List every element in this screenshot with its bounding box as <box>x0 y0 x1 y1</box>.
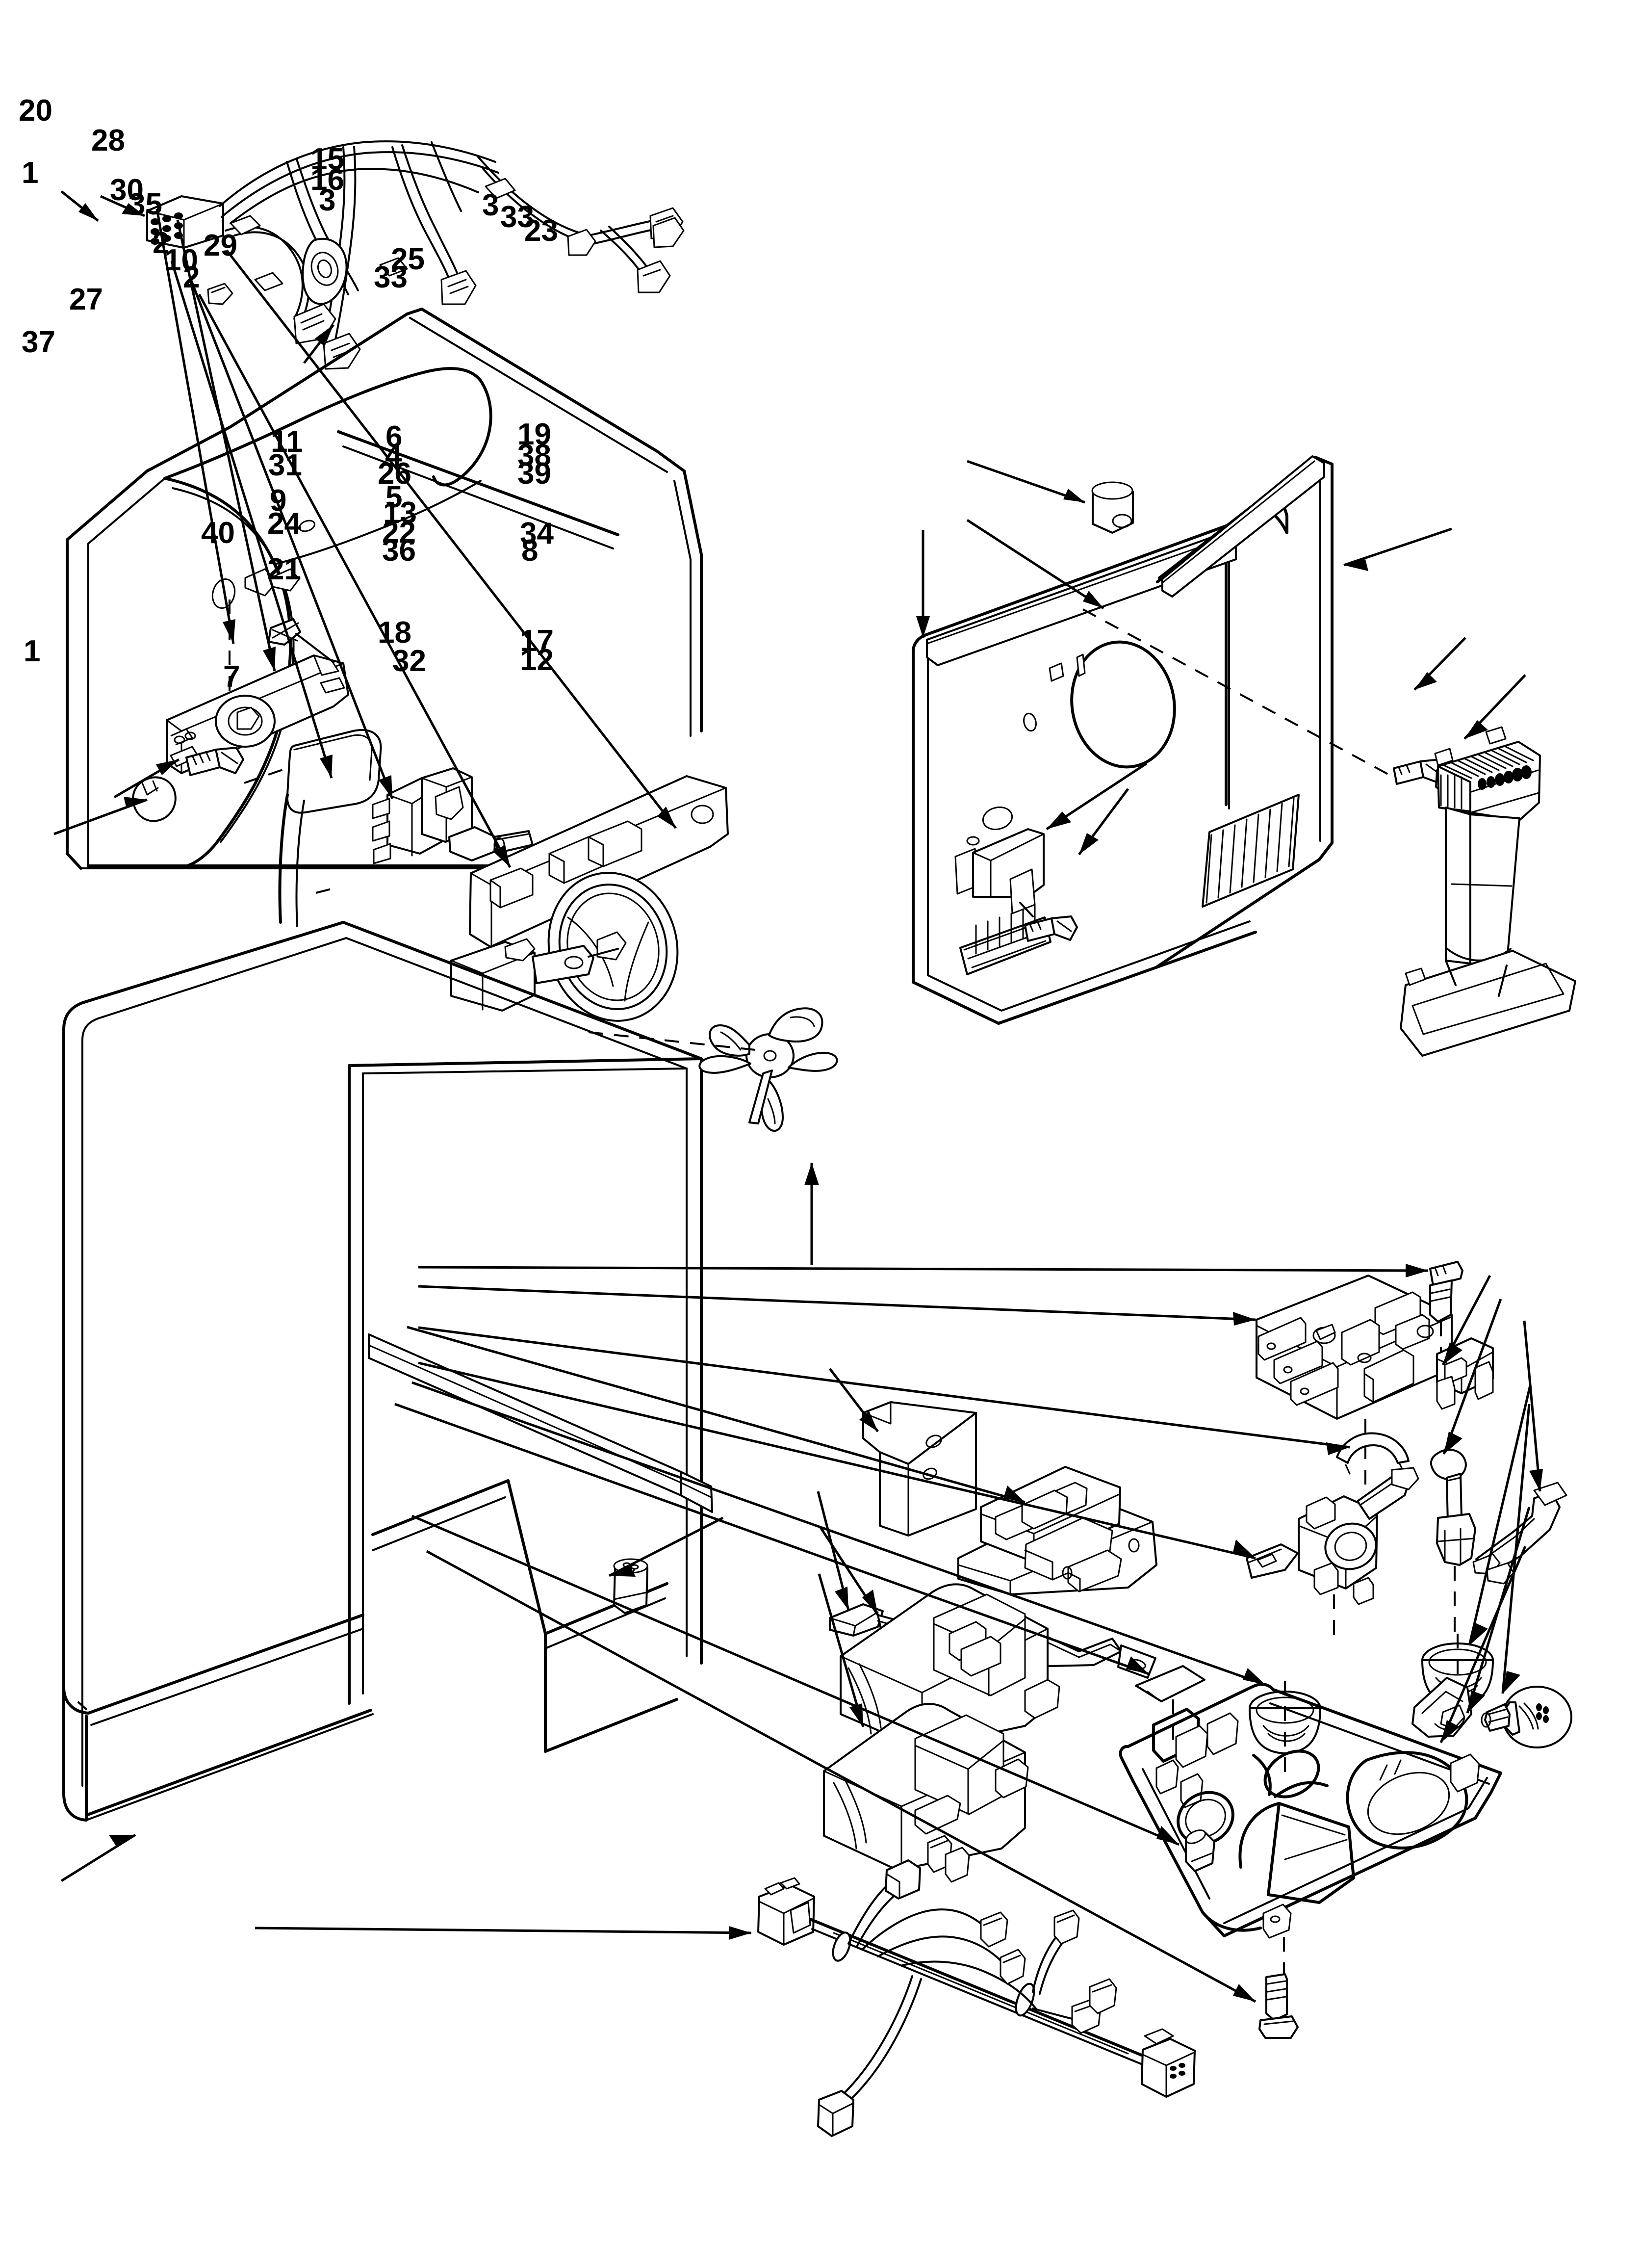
callout-2-b[interactable]: 2 <box>183 261 200 294</box>
callout-36[interactable]: 36 <box>382 534 416 568</box>
callout-17[interactable]: 17 <box>520 624 554 658</box>
callout-15[interactable]: 15 <box>310 142 344 176</box>
callout-32[interactable]: 32 <box>392 644 426 678</box>
callout-22[interactable]: 22 <box>382 516 416 549</box>
callout-24[interactable]: 24 <box>267 507 301 541</box>
callout-3-left[interactable]: 3 <box>319 183 336 217</box>
callout-33-lower[interactable]: 33 <box>374 261 408 294</box>
lower-cabinet-liner-art <box>62 921 713 1822</box>
leader-lines <box>53 190 1543 2003</box>
callout-20[interactable]: 20 <box>19 94 52 128</box>
callout-33-upper[interactable]: 33 <box>500 200 534 234</box>
callout-7[interactable]: 7 <box>223 660 240 694</box>
callout-28[interactable]: 28 <box>91 124 125 157</box>
callout-1-bottom[interactable]: 1 <box>24 634 41 668</box>
callout-27[interactable]: 27 <box>69 283 103 316</box>
callout-19[interactable]: 19 <box>517 417 551 451</box>
callout-35[interactable]: 35 <box>128 187 162 221</box>
callout-4[interactable]: 4 <box>385 439 402 472</box>
callout-5[interactable]: 5 <box>385 480 403 514</box>
callout-8[interactable]: 8 <box>521 534 539 568</box>
evaporator-fan-blade-art <box>588 1007 838 1132</box>
callout-13[interactable]: 13 <box>383 496 417 530</box>
callout-10[interactable]: 10 <box>164 243 198 277</box>
callout-6[interactable]: 6 <box>385 420 403 454</box>
callout-29[interactable]: 29 <box>204 229 237 262</box>
callout-31[interactable]: 31 <box>268 448 302 482</box>
air-duct-upper-art <box>840 1583 1060 1749</box>
callout-23[interactable]: 23 <box>524 214 558 248</box>
callout-37[interactable]: 37 <box>22 325 55 359</box>
callout-30[interactable]: 30 <box>110 173 144 207</box>
callout-2-a[interactable]: 2 <box>153 226 170 260</box>
callout-16[interactable]: 16 <box>310 163 344 197</box>
callout-11[interactable]: 11 <box>271 425 303 459</box>
callout-39[interactable]: 39 <box>517 457 551 491</box>
callout-40[interactable]: 40 <box>201 516 235 550</box>
callout-26[interactable]: 26 <box>378 457 411 491</box>
rear-panel-assembly-art <box>912 455 1501 1025</box>
fan-motor-bracket-art <box>450 775 729 1022</box>
air-tower-duct-art <box>1400 726 1576 1057</box>
control-board-art <box>1256 1261 1494 1516</box>
air-duct-lower-art <box>823 1703 1029 1871</box>
callout-18[interactable]: 18 <box>378 616 411 650</box>
callout-9[interactable]: 9 <box>270 484 287 518</box>
callout-1-top[interactable]: 1 <box>22 156 39 190</box>
lower-wire-harness-art <box>757 1835 1196 2137</box>
callout-34[interactable]: 34 <box>520 517 554 550</box>
callout-25[interactable]: 25 <box>391 242 425 276</box>
callout-12[interactable]: 12 <box>520 643 554 677</box>
callout-3-right[interactable]: 3 <box>482 188 499 222</box>
callout-38[interactable]: 38 <box>517 439 551 472</box>
main-wire-harness-art <box>146 140 685 370</box>
control-housing-base-art <box>1119 1665 1502 2039</box>
callout-21[interactable]: 21 <box>267 552 301 586</box>
damper-control-housing-art <box>957 1466 1157 1595</box>
